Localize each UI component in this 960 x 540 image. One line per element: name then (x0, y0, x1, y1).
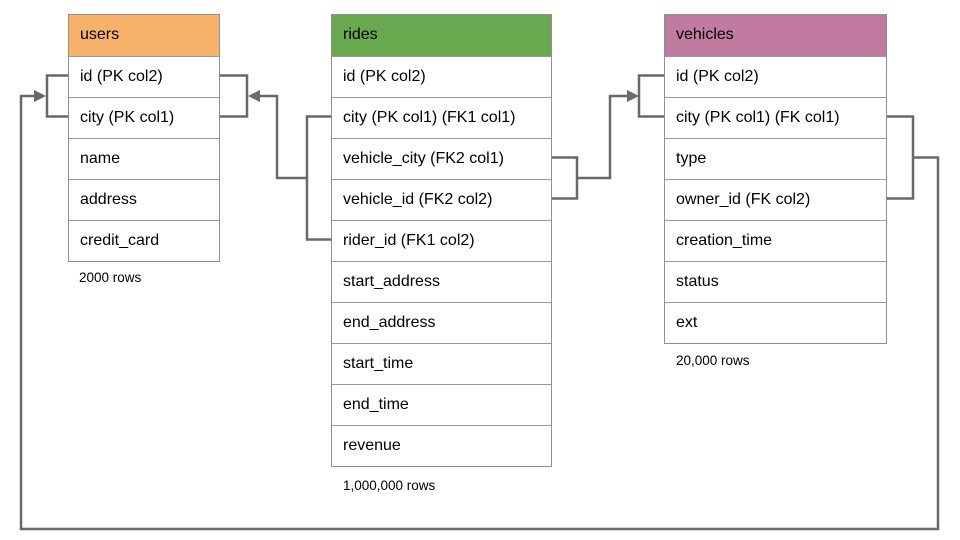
table-users: users id (PK col2) city (PK col1) name a… (68, 14, 220, 262)
column-rides-city: city (PK col1) (FK1 col1) (332, 97, 551, 138)
column-rides-start-address: start_address (332, 261, 551, 302)
rides-fk1-bracket (305, 115, 331, 241)
table-rides: rides id (PK col2) city (PK col1) (FK1 c… (331, 14, 552, 467)
column-users-address: address (69, 179, 219, 220)
users-pk-bracket-left (45, 74, 68, 118)
vehicles-pk-bracket-left (637, 74, 664, 118)
relationship-rides-to-vehicles (552, 74, 664, 200)
table-rides-rowcount: 1,000,000 rows (343, 478, 436, 493)
arrowhead-into-vehicles-left (627, 90, 639, 102)
users-pk-bracket-right (220, 74, 249, 118)
relationship-rides-to-users (220, 74, 331, 241)
column-vehicles-owner-id: owner_id (FK col2) (665, 179, 886, 220)
column-vehicles-type: type (665, 138, 886, 179)
column-users-id: id (PK col2) (69, 56, 219, 97)
vehicles-fk-bracket (887, 115, 915, 200)
table-rides-header: rides (332, 15, 551, 56)
rides-users-line (260, 94, 307, 180)
table-vehicles-rowcount: 20,000 rows (676, 353, 750, 368)
column-rides-end-address: end_address (332, 302, 551, 343)
table-vehicles: vehicles id (PK col2) city (PK col1) (FK… (664, 14, 887, 344)
column-rides-revenue: revenue (332, 425, 551, 466)
rides-vehicles-line (577, 94, 627, 180)
column-rides-id: id (PK col2) (332, 56, 551, 97)
column-rides-end-time: end_time (332, 384, 551, 425)
column-vehicles-status: status (665, 261, 886, 302)
column-vehicles-city: city (PK col1) (FK col1) (665, 97, 886, 138)
column-vehicles-ext: ext (665, 302, 886, 343)
column-users-credit-card: credit_card (69, 220, 219, 261)
column-users-name: name (69, 138, 219, 179)
column-rides-vehicle-city: vehicle_city (FK2 col1) (332, 138, 551, 179)
column-rides-vehicle-id: vehicle_id (FK2 col2) (332, 179, 551, 220)
column-users-city: city (PK col1) (69, 97, 219, 138)
column-vehicles-id: id (PK col2) (665, 56, 886, 97)
column-vehicles-creation-time: creation_time (665, 220, 886, 261)
table-users-rowcount: 2000 rows (79, 270, 142, 285)
table-users-header: users (69, 15, 219, 56)
column-rides-rider-id: rider_id (FK1 col2) (332, 220, 551, 261)
rides-fk2-bracket (552, 156, 579, 200)
arrowhead-into-users-left (34, 90, 46, 102)
arrowhead-into-users-right (248, 90, 260, 102)
table-vehicles-header: vehicles (665, 15, 886, 56)
column-rides-start-time: start_time (332, 343, 551, 384)
